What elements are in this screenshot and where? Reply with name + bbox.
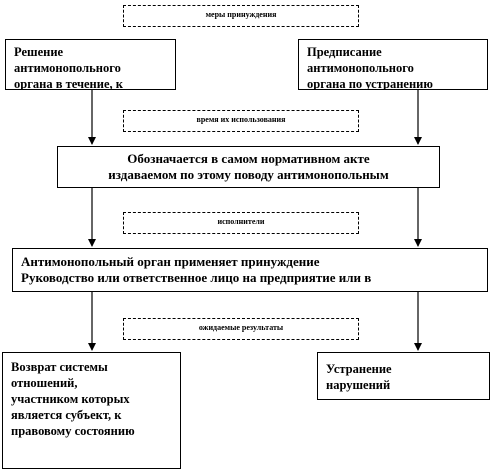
text-line: отношений, [11, 376, 78, 390]
text-line: органа в течение, к [14, 77, 123, 90]
text-line: Решение [14, 45, 64, 59]
text-line: Предписание [307, 45, 382, 59]
box-eliminate: Устранение нарушений [317, 352, 490, 400]
label-timing: время их использования [123, 110, 359, 132]
text-line: нарушений [326, 378, 391, 392]
label-executors: исполнители [123, 212, 359, 234]
text-line: Руководство или ответственное лицо на пр… [21, 270, 372, 285]
text-line: издаваемом по этому поводу антимонопольн… [108, 167, 389, 182]
label-measures: меры принуждения [123, 5, 359, 27]
text-line: Устранение [326, 362, 392, 376]
text-line: Обозначается в самом нормативном акте [127, 151, 370, 166]
text-line: Возврат системы [11, 360, 108, 374]
box-normative: Обозначается в самом нормативном акте из… [57, 146, 440, 188]
text-line: правовому состоянию [11, 424, 135, 438]
box-order: Предписание антимонопольного органа по у… [298, 39, 488, 90]
text-line: является субъект, к [11, 408, 122, 422]
text-line: Антимонопольный орган применяет принужде… [21, 254, 320, 269]
text-line: органа по устранению [307, 77, 433, 90]
box-executor: Антимонопольный орган применяет принужде… [12, 248, 488, 292]
text-line: антимонопольного [14, 61, 121, 75]
label-results: ожидаемые результаты [123, 318, 359, 340]
text-line: участником которых [11, 392, 130, 406]
text-line: антимонопольного [307, 61, 414, 75]
box-restore: Возврат системы отношений, участником ко… [2, 352, 181, 469]
box-decision: Решение антимонопольного органа в течени… [5, 39, 176, 90]
